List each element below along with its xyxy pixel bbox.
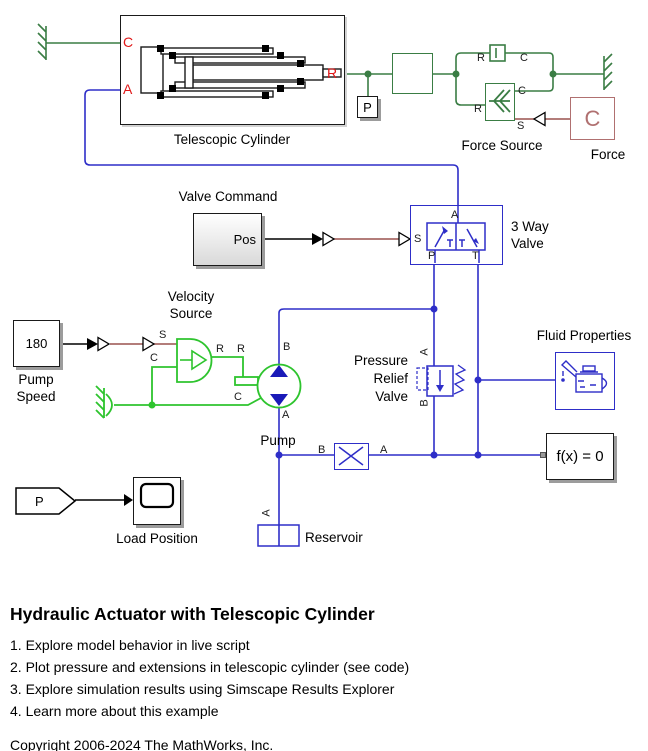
force-source-label: Force Source [461,138,543,153]
note-link-4[interactable]: 4. Learn more about this example [10,703,219,719]
pump-triangle-up [270,365,288,377]
damper-port-r: R [477,52,485,64]
load-position-tag-text: P [35,494,44,509]
reservoir-port-a: A [260,509,273,517]
signal-wires [60,233,323,506]
pump-label: Pump [260,433,296,448]
pump-speed-label-line2: Speed [16,389,56,404]
port-label-c: C [123,34,134,50]
pump-triangle-down [270,394,288,406]
orifice-port-b: B [318,444,326,456]
reservoir-block[interactable] [257,524,301,548]
valve-port-p: P [428,250,436,262]
force-block[interactable]: C [570,97,615,140]
pump-port-c: C [234,391,242,403]
prv-label-line1: Pressure [353,353,408,368]
arrowhead [312,233,323,245]
ground-rotational-icon[interactable] [95,385,113,419]
telescopic-cylinder-block[interactable] [120,15,345,125]
prv-label-line2: Relief [373,371,408,386]
velocity-source-block[interactable] [175,335,217,385]
valve-port-s: S [414,233,422,245]
scope-label: Load Position [116,531,198,546]
valve-command-block[interactable]: Pos [193,213,262,266]
fluid-properties-label: Fluid Properties [536,328,632,343]
orifice-block[interactable] [334,443,369,470]
mass-block[interactable] [392,53,433,94]
force-label: Force [590,147,626,162]
three-way-valve-icon [426,206,486,263]
scope-block[interactable] [133,477,181,525]
velocity-source-port-c: C [150,352,158,364]
valve-command-port-text: Pos [233,232,256,247]
reservoir-label: Reservoir [305,530,363,545]
oil-can-icon [560,360,608,393]
wire-layer [37,23,613,546]
solver-config-text: f(x) = 0 [556,448,604,465]
arrowhead [87,338,98,350]
valve-label-line1: 3 Way [511,219,549,234]
velocity-label-line1: Velocity [167,289,215,304]
load-position-tag-block[interactable] [15,487,77,515]
arrowhead [124,494,133,506]
orifice-icon [338,446,364,466]
ground-top-left-icon[interactable] [37,23,47,60]
force-source-icon [489,89,511,113]
three-way-valve-label: 3 Way Valve [511,218,549,252]
pump-speed-label-line1: Pump [18,372,54,387]
telescopic-cylinder-icon [140,45,342,99]
mechanical-wires [46,42,604,106]
velocity-label-line2: Source [169,306,213,321]
three-way-valve-block[interactable] [410,205,503,265]
force-source-port-c: C [518,85,526,97]
solver-config-port-nub [540,452,546,458]
pump-speed-block[interactable]: 180 [13,320,60,367]
model-title: Hydraulic Actuator with Telescopic Cylin… [10,604,375,624]
force-source-block[interactable] [485,83,515,121]
orifice-port-a: A [380,444,388,456]
junction-dots [148,70,557,459]
copyright-text: Copyright 2006-2024 The MathWorks, Inc. [10,737,274,751]
pressure-relief-valve-label: Pressure Relief Valve [300,352,408,406]
pressure-tag-text: P [363,99,372,115]
force-source-port-s: S [517,120,525,132]
valve-port-a: A [451,209,459,221]
pressure-relief-valve-block[interactable] [414,356,472,402]
valve-command-label: Valve Command [178,189,278,204]
note-link-3[interactable]: 3. Explore simulation results using Sims… [10,681,395,697]
annotation-notes: Hydraulic Actuator with Telescopic Cylin… [10,604,642,751]
fluid-properties-block[interactable] [555,352,615,410]
velocity-source-port-r: R [216,343,224,355]
ground-top-right-icon[interactable] [603,53,613,90]
note-link-2[interactable]: 2. Plot pressure and extensions in teles… [10,659,410,675]
scope-icon [139,482,175,509]
pressure-tag-block[interactable]: P [357,96,378,118]
prv-port-a: A [418,348,431,356]
velocity-source-label: Velocity Source [168,288,215,322]
converter-triangles [97,111,546,352]
force-source-port-r: R [474,103,482,115]
damper-port-c: C [520,52,528,64]
valve-label-line2: Valve [511,236,544,251]
pump-speed-value: 180 [25,336,48,351]
prv-port-b: B [418,399,431,407]
pump-port-b: B [283,341,291,353]
valve-port-t: T [472,250,479,262]
pump-port-r: R [237,343,245,355]
prv-label-line3: Valve [375,389,408,404]
pump-block[interactable] [233,360,305,412]
telescopic-cylinder-label: Telescopic Cylinder [173,132,291,147]
force-icon-letter: C [584,105,601,131]
velocity-source-port-s: S [159,329,167,341]
pump-port-a: A [282,409,290,421]
note-link-1[interactable]: 1. Explore model behavior in live script [10,637,250,653]
damper-icon[interactable] [489,44,506,62]
pump-speed-label: Pump Speed [16,371,55,405]
hydraulic-wires [84,89,555,546]
port-label-a: A [123,81,133,97]
port-label-r: R [327,65,338,81]
solver-config-block[interactable]: f(x) = 0 [546,433,614,480]
